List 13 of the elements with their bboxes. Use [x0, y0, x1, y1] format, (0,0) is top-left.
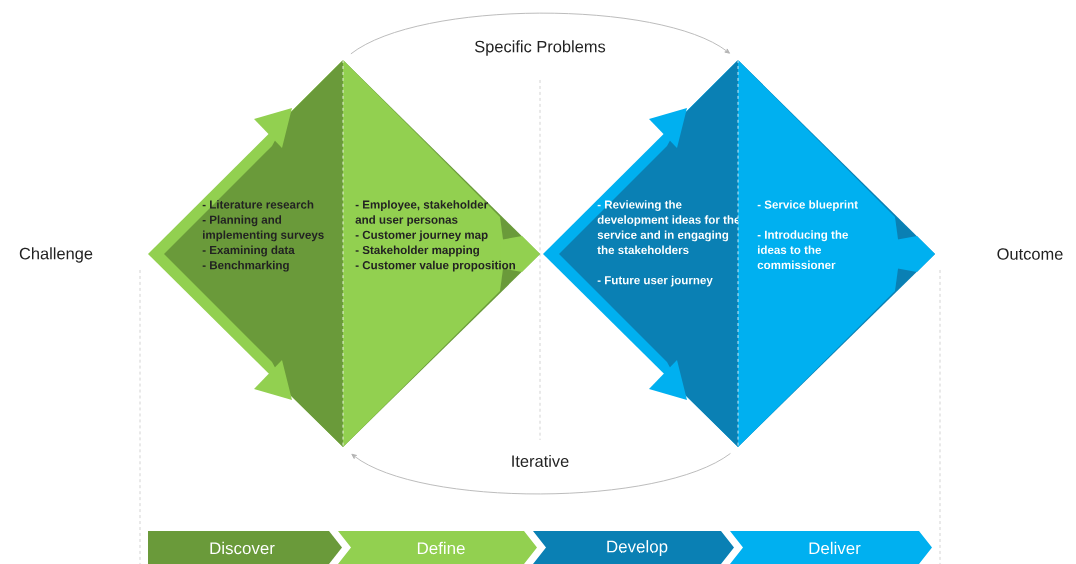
phase-step-band: Define: [338, 531, 537, 564]
phase-step-band: Deliver: [730, 531, 932, 564]
phase-step-band: Develop: [533, 531, 734, 564]
edge-label: Iterative: [508, 452, 572, 470]
diamond-half: - Service blueprint - Introducing the ideas to the commissioner: [738, 60, 935, 447]
phase-step-band: Discover: [148, 531, 342, 564]
edge-label: Specific Problems: [472, 38, 608, 58]
curved-arrow: [351, 453, 731, 495]
diamond-half: - Literature research - Planning and implementing surveys - Examining data - Benchmarking: [148, 60, 343, 447]
diamond-half: - Employee, stakeholder and user personas - Customer journey map - Stakeholder mapping - Customer value proposition: [343, 60, 540, 447]
curved-arrow: [350, 12, 730, 55]
side-label: Challenge: [19, 247, 93, 263]
side-label: Outcome: [997, 248, 1063, 260]
